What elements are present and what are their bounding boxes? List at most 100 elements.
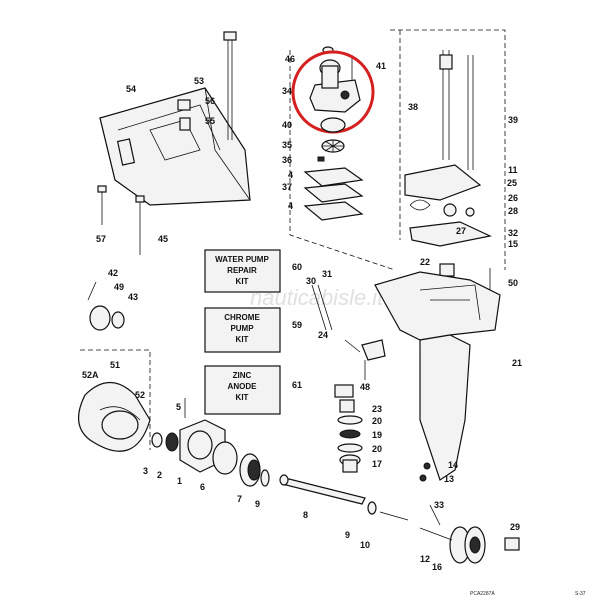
drive-shaft <box>439 50 453 160</box>
pin-33 <box>429 504 441 526</box>
part-number-label: 57 <box>96 234 106 244</box>
washer-20b <box>337 443 363 453</box>
spring-10 <box>379 511 409 521</box>
svg-text:60: 60 <box>292 262 302 272</box>
part-number-label: 24 <box>318 330 328 340</box>
part-number-label: 12 <box>420 554 430 564</box>
bearing-19 <box>339 429 361 439</box>
bushing-56 <box>177 99 191 111</box>
part-number-label: 39 <box>508 115 518 125</box>
part-number-label: 35 <box>282 140 292 150</box>
washer-3 <box>151 432 163 448</box>
svg-text:CHROME: CHROME <box>224 313 260 322</box>
part-number-label: 37 <box>282 182 292 192</box>
washer-43 <box>111 311 125 329</box>
water-pump-housing <box>309 46 361 113</box>
part-number-label: 30 <box>306 276 316 286</box>
svg-text:WATER PUMP: WATER PUMP <box>215 255 269 264</box>
part-number-label: 41 <box>376 61 386 71</box>
washer-9b <box>367 501 377 515</box>
impeller <box>321 139 345 153</box>
part-number-label: 8 <box>303 510 308 520</box>
kit-box-zinc-anode: ZINC ANODE KIT 61 <box>204 365 302 415</box>
lower-gearcase <box>374 271 501 481</box>
part-number-label: 4 <box>288 170 293 180</box>
footer-code: PCA2287A <box>470 591 495 597</box>
part-number-label: 52A <box>82 370 99 380</box>
plate-37 <box>303 183 364 203</box>
part-number-label: 9 <box>345 530 350 540</box>
part-number-label: 2 <box>157 470 162 480</box>
pin-42 <box>87 281 97 301</box>
part-number-label: 27 <box>456 226 466 236</box>
clutch-12 <box>419 527 453 541</box>
bolt-57 <box>97 185 107 225</box>
footer-page: S-37 <box>575 591 586 597</box>
part-number-label: 54 <box>126 84 136 94</box>
part-number-label: 20 <box>372 444 382 454</box>
washer-9a <box>260 469 270 487</box>
part-number-label: 1 <box>177 476 182 486</box>
pinion-gear-17 <box>339 454 361 473</box>
bushing-2 <box>165 432 179 452</box>
part-number-label: 38 <box>408 102 418 112</box>
part-number-label: 50 <box>508 278 518 288</box>
part-number-label: 42 <box>108 268 118 278</box>
gasket-bottom <box>303 201 364 221</box>
part-number-label: 32 <box>508 228 518 238</box>
spacer-22 <box>439 263 455 277</box>
part-number-label: 56 <box>205 96 215 106</box>
part-number-label: 19 <box>372 430 382 440</box>
zinc-29 <box>504 537 520 551</box>
screw-13 <box>419 474 427 482</box>
part-number-label: 49 <box>114 282 124 292</box>
part-number-label: 9 <box>255 499 260 509</box>
svg-text:KIT: KIT <box>236 277 249 286</box>
part-number-label: 16 <box>432 562 442 572</box>
long-stud <box>223 31 237 140</box>
part-number-label: 46 <box>285 54 295 64</box>
shift-cover <box>404 164 482 201</box>
part-number-label: 10 <box>360 540 370 550</box>
svg-text:REPAIR: REPAIR <box>227 266 257 275</box>
part-number-label: 21 <box>512 358 522 368</box>
shift-bracket <box>344 339 386 361</box>
part-number-label: 14 <box>448 460 458 470</box>
part-number-label: 3 <box>143 466 148 476</box>
gear-16 <box>449 526 486 564</box>
propeller <box>78 381 151 452</box>
svg-text:PUMP: PUMP <box>230 324 254 333</box>
part-number-label: 6 <box>200 482 205 492</box>
part-number-label: 36 <box>282 155 292 165</box>
shift-linkage <box>409 199 475 217</box>
part-number-label: 17 <box>372 459 382 469</box>
part-number-label: 43 <box>128 292 138 302</box>
part-number-label: 40 <box>282 120 292 130</box>
kit-box-chrome-pump: CHROME PUMP KIT 59 <box>204 307 302 353</box>
svg-text:59: 59 <box>292 320 302 330</box>
svg-text:ANODE: ANODE <box>228 382 258 391</box>
part-number-label: 45 <box>158 234 168 244</box>
part-number-label: 11 <box>508 165 518 175</box>
part-number-label: 55 <box>205 116 215 126</box>
rod-30 <box>311 284 327 331</box>
part-number-label: 28 <box>508 206 518 216</box>
part-number-label: 29 <box>510 522 520 532</box>
part-number-label: 22 <box>420 257 430 267</box>
svg-text:KIT: KIT <box>236 393 249 402</box>
shift-rod <box>467 55 474 170</box>
gasket-top <box>303 167 364 187</box>
part-number-label: 34 <box>282 86 292 96</box>
bearing-23 <box>334 384 354 398</box>
rod-31 <box>317 284 333 331</box>
part-number-label: 25 <box>507 178 517 188</box>
part-number-label: 15 <box>508 239 518 249</box>
washer-20a <box>337 415 363 425</box>
part-number-label: 26 <box>508 193 518 203</box>
part-number-label: 51 <box>110 360 120 370</box>
propeller-shaft <box>279 474 366 505</box>
part-number-label: 52 <box>135 390 145 400</box>
part-number-label: 7 <box>237 494 242 504</box>
screw-14 <box>423 462 431 470</box>
